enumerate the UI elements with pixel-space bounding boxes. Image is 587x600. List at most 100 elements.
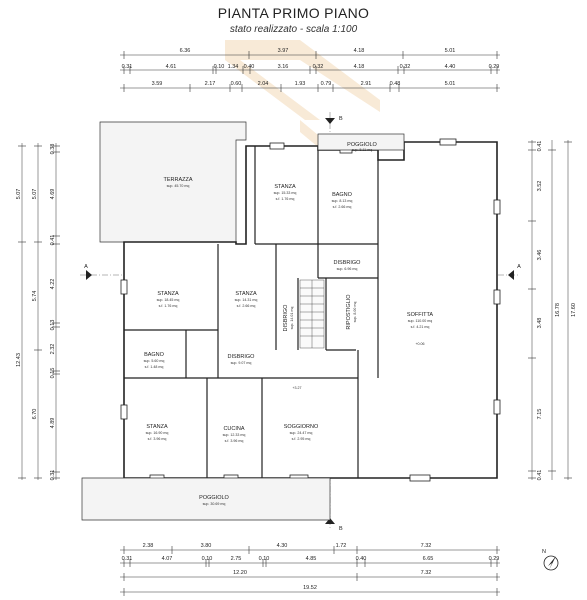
north-label: N (542, 549, 546, 555)
room-bagno-2-name: BAGNO (144, 352, 165, 358)
room-disbrigo-1-name: DISBRIGO (334, 260, 362, 266)
room-bagno-1-area: sup. 8.13 mq (332, 199, 353, 203)
bottom-dim-2-7: 0.40 (356, 556, 367, 562)
room-labels: TERRAZZA sup. 45.70 mq STANZA sup. 15.33… (144, 142, 434, 506)
bottom-dim-3-1: 12.20 (233, 570, 247, 576)
room-disbrigo-3-name: DISBRIGO (228, 354, 256, 360)
top-dimension-lines: 6.36 3.97 4.18 5.01 0.31 4.61 0.10 1.34 … (120, 48, 500, 92)
left-dim-inner-3: 0.41 (50, 235, 56, 246)
room-stanza-1-ratio: s.f. 1.76 mq (276, 197, 295, 201)
left-dim-outer-2: 12.43 (16, 353, 22, 367)
bottom-dim-2-5: 0.10 (259, 556, 270, 562)
bottom-dim-total: 19.52 (303, 585, 317, 591)
left-dim-inner-5: 0.13 (50, 320, 56, 331)
top-dim-2-10: 4.40 (445, 64, 456, 70)
room-stanza-1-area: sup. 15.33 mq (274, 191, 297, 195)
top-dim-3-3: 0.60 (231, 81, 242, 87)
right-dimension-lines: 0.41 3.52 3.46 3.48 7.15 0.41 16.78 17.6… (528, 140, 577, 480)
top-dim-1-4: 5.01 (445, 48, 456, 54)
bottom-dim-2-6: 4.85 (306, 556, 317, 562)
left-dim-inner-9: 0.31 (50, 470, 56, 481)
bottom-dim-2-3: 0.10 (202, 556, 213, 562)
room-stanza-4-area: sup. 16.90 mq (146, 431, 169, 435)
right-dim-inner-2: 3.52 (537, 181, 543, 192)
room-bagno-2-area: sup. 5.60 mq (144, 359, 165, 363)
room-stanza-3-ratio: s.f. 2.66 mq (237, 304, 256, 308)
room-disbrigo-2-name: DISBRIGO (283, 304, 289, 332)
left-dim-inner-1: 0.38 (50, 144, 56, 155)
room-poggiolo-bottom-area: sup. 30.69 mq (203, 502, 226, 506)
top-dim-2-2: 4.61 (166, 64, 177, 70)
left-dim-inner-2: 4.69 (50, 189, 56, 200)
left-dim-inner-4: 4.22 (50, 279, 56, 290)
bottom-dim-1-2: 3.80 (201, 543, 212, 549)
right-dim-inner-5: 7.15 (537, 409, 543, 420)
left-dimension-lines: 5.07 12.43 5.07 5.74 6.70 0.38 4.69 0.41… (16, 143, 60, 480)
room-stanza-4-name: STANZA (146, 424, 168, 430)
bottom-dim-3-2: 7.32 (421, 570, 432, 576)
room-soggiorno-area: sup. 24.47 mq (290, 431, 313, 435)
bottom-dim-2-8: 6.65 (423, 556, 434, 562)
top-dim-3-5: 1.93 (295, 81, 306, 87)
section-a-left: A (84, 264, 88, 270)
right-dim-inner-6: 0.41 (537, 470, 543, 481)
room-ripostiglio-name: RIPOSTIGLIO (346, 294, 352, 330)
room-terrazza-name: TERRAZZA (163, 177, 192, 183)
top-dim-3-9: 5.01 (445, 81, 456, 87)
top-dim-3-7: 2.91 (361, 81, 372, 87)
room-ripostiglio-area: sup. 8.00 mq (353, 302, 357, 323)
bottom-dim-1-1: 2.38 (143, 543, 154, 549)
bottom-dimension-lines: 2.38 3.80 4.30 1.72 7.32 0.31 4.07 0.10 … (120, 543, 500, 596)
top-dim-2-7: 0.32 (313, 64, 324, 70)
bottom-dim-2-2: 4.07 (162, 556, 173, 562)
left-dim-mid-2: 5.74 (32, 291, 38, 302)
top-dim-2-1: 0.31 (122, 64, 133, 70)
room-poggiolo-top-name: POGGIOLO (347, 142, 377, 148)
top-dim-3-6: 0.79 (321, 81, 332, 87)
terrace-outline (99, 121, 247, 245)
room-cucina-area: sup. 12.33 mq (223, 433, 246, 437)
top-dim-2-3: 0.10 (214, 64, 225, 70)
left-dim-mid-3: 6.70 (32, 409, 38, 420)
balcony-top (317, 133, 405, 151)
top-dim-2-11: 0.29 (489, 64, 500, 70)
top-dim-2-6: 3.16 (278, 64, 289, 70)
room-disbrigo-1-area: sup. 6.96 mq (337, 267, 358, 271)
room-bagno-1-name: BAGNO (332, 192, 353, 198)
right-dim-outer: 17.60 (571, 303, 577, 317)
room-poggiolo-top-area: sup. 5.11 mq (352, 148, 373, 152)
top-dim-2-9: 0.32 (400, 64, 411, 70)
left-dim-inner-8: 4.89 (50, 418, 56, 429)
room-disbrigo-2-area: sup. 14.01 mq (290, 307, 294, 330)
bottom-dim-2-1: 0.31 (122, 556, 133, 562)
left-dim-mid-1: 5.07 (32, 189, 38, 200)
room-poggiolo-bottom-name: POGGIOLO (199, 495, 229, 501)
right-dim-mid: 16.78 (555, 303, 561, 317)
bottom-dim-2-9: 0.29 (489, 556, 500, 562)
balcony-bottom (81, 477, 331, 521)
top-dim-2-5: 0.40 (244, 64, 255, 70)
section-a-right: A (517, 264, 521, 270)
room-stanza-3-name: STANZA (235, 291, 257, 297)
bottom-dim-1-3: 4.30 (277, 543, 288, 549)
north-arrow-icon: N (542, 549, 559, 571)
left-dim-outer-1: 5.07 (16, 189, 22, 200)
right-dim-inner-4: 3.48 (537, 318, 543, 329)
room-soffitta-ratio: s.f. 4.21 mq (411, 325, 430, 329)
room-soffitta-area: sup. 110.00 mq (408, 319, 433, 323)
top-dim-3-8: 0.48 (390, 81, 401, 87)
right-dim-inner-1: 0.41 (537, 141, 543, 152)
top-dim-2-8: 4.18 (354, 64, 365, 70)
plan-title: PIANTA PRIMO PIANO (217, 5, 370, 21)
level-mark-1: +3.27 (292, 386, 301, 390)
top-dim-2-4: 1.34 (228, 64, 239, 70)
left-dim-inner-6: 2.32 (50, 344, 56, 355)
top-dim-1-3: 4.18 (354, 48, 365, 54)
top-dim-3-1: 3.59 (152, 81, 163, 87)
room-stanza-2-area: sup. 18.45 mq (157, 298, 180, 302)
bottom-dim-1-4: 1.72 (336, 543, 347, 549)
top-dim-1-1: 6.36 (180, 48, 191, 54)
top-dim-3-4: 2.04 (258, 81, 269, 87)
section-b-top: B (339, 116, 343, 122)
